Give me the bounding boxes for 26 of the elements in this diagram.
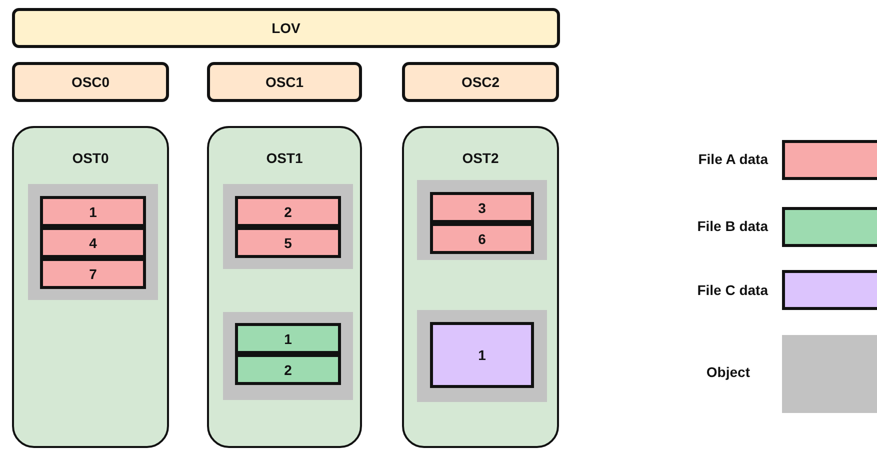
target-panel: OST1 2 5 1 2 — [207, 126, 362, 448]
stripe-block: 2 — [235, 354, 341, 385]
object-block — [28, 184, 158, 300]
legend-label: Object — [705, 364, 750, 380]
client-box: OSC2 — [402, 62, 559, 102]
stripe-block: 7 — [40, 258, 146, 289]
object-block — [417, 310, 547, 402]
stripe-block: 3 — [430, 192, 534, 223]
object-block — [223, 184, 353, 269]
stripe-block: 4 — [40, 227, 146, 258]
target-panel: OST2 3 6 1 — [402, 126, 559, 448]
stripe-block: 2 — [235, 196, 341, 227]
stripe-block: 1 — [430, 322, 534, 388]
client-box: OSC0 — [12, 62, 169, 102]
target-panel: OST0 1 4 7 — [12, 126, 169, 448]
legend-label: File A data — [697, 151, 768, 167]
layer-bar: LOV — [12, 8, 560, 48]
object-block — [223, 312, 353, 400]
object-block — [417, 180, 547, 260]
stripe-block: 1 — [40, 196, 146, 227]
client-box: OSC1 — [207, 62, 362, 102]
stripe-block: 5 — [235, 227, 341, 258]
legend-label: File B data — [696, 218, 768, 234]
legend-label: File C data — [696, 282, 768, 298]
stripe-block: 6 — [430, 223, 534, 254]
stripe-block: 1 — [235, 323, 341, 354]
